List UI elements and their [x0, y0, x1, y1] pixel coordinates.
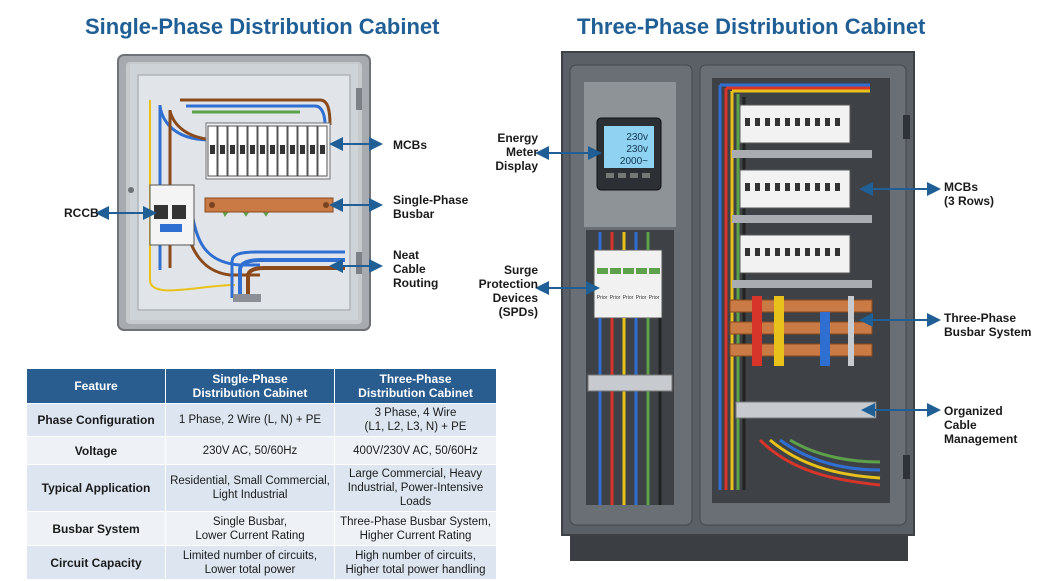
spd-label-5: Prior	[649, 295, 660, 301]
table-row: Busbar System Single Busbar,Lower Curren…	[26, 511, 497, 546]
row-feature: Busbar System	[26, 511, 166, 546]
left-panel-wires	[598, 232, 662, 505]
header-feature: Feature	[26, 368, 166, 404]
spd-label-4: Prior	[636, 295, 647, 301]
row-single: Single Busbar,Lower Current Rating	[165, 511, 335, 546]
label-cable-routing: Neat Cable Routing	[393, 248, 439, 290]
right-cable-tray	[735, 401, 877, 419]
label-three-busbar: Three-Phase Busbar System	[944, 311, 1032, 339]
label-spd: Surge Protection Devices (SPDs)	[478, 263, 538, 319]
table-row: Voltage 230V AC, 50/60Hz 400V/230V AC, 5…	[26, 436, 497, 465]
table-row: Circuit Capacity Limited number of circu…	[26, 545, 497, 580]
single-mcb-row	[205, 122, 331, 180]
row-three: 400V/230V AC, 50/60Hz	[334, 436, 497, 465]
table-row: Typical Application Residential, Small C…	[26, 464, 497, 512]
row-three: High number of circuits,Higher total pow…	[334, 545, 497, 580]
row-single: Limited number of circuits,Lower total p…	[165, 545, 335, 580]
spd-label-1: Prior	[597, 295, 608, 301]
three-mcb-rows	[732, 104, 872, 288]
rccb-device	[149, 184, 195, 246]
row-feature: Typical Application	[26, 464, 166, 512]
meter-reading-3: 2000~	[620, 156, 648, 167]
label-mcbs: MCBs	[393, 138, 428, 152]
label-single-busbar: Single-Phase Busbar	[393, 193, 469, 221]
row-feature: Voltage	[26, 436, 166, 465]
row-single: Residential, Small Commercial,Light Indu…	[165, 464, 335, 512]
label-rccb: RCCB	[64, 206, 99, 220]
row-three: 3 Phase, 4 Wire(L1, L2, L3, N) + PE	[334, 403, 497, 437]
row-feature: Circuit Capacity	[26, 545, 166, 580]
row-three: Three-Phase Busbar System,Higher Current…	[334, 511, 497, 546]
spd-block: Prior Prior Prior Prior Prior	[593, 249, 663, 319]
row-feature: Phase Configuration	[26, 403, 166, 437]
spd-label-2: Prior	[610, 295, 621, 301]
single-phase-title: Single-Phase Distribution Cabinet	[85, 14, 440, 39]
three-phase-title: Three-Phase Distribution Cabinet	[577, 14, 926, 39]
spd-label-3: Prior	[623, 295, 634, 301]
left-cable-tray	[587, 374, 673, 392]
three-phase-busbar	[729, 296, 873, 366]
cable-gland	[233, 294, 261, 302]
table-row: Phase Configuration 1 Phase, 2 Wire (L, …	[26, 403, 497, 437]
meter-reading-1: 230v	[626, 132, 648, 143]
single-phase-busbar	[204, 197, 334, 213]
meter-reading-2: 230v	[626, 144, 648, 155]
row-single: 1 Phase, 2 Wire (L, N) + PE	[165, 403, 335, 437]
label-cable-management: Organized Cable Management	[944, 404, 1018, 446]
label-three-mcbs: MCBs (3 Rows)	[944, 180, 995, 208]
energy-meter: 230v 230v 2000~	[596, 117, 662, 191]
label-energy-meter: Energy Meter Display	[495, 131, 538, 173]
row-single: 230V AC, 50/60Hz	[165, 436, 335, 465]
